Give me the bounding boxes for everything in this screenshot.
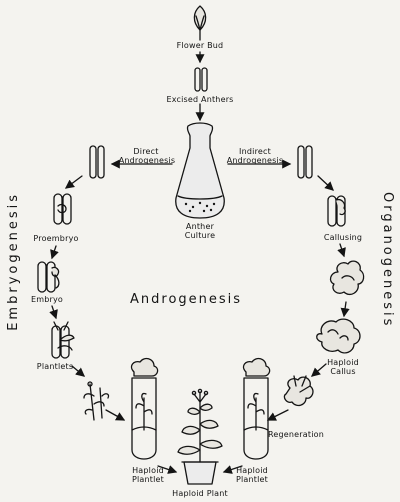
side-title-embryogenesis: Embryogenesis xyxy=(6,192,21,331)
label-embryo: Embryo xyxy=(30,295,64,304)
label-proembryo: Proembryo xyxy=(33,234,79,243)
label-indirect-1: Indirect xyxy=(239,147,271,156)
label-callusing: Callusing xyxy=(323,233,363,242)
label-regeneration: Regeneration xyxy=(267,430,325,439)
label-haploid-plantlet-left-2: Plantlet xyxy=(131,475,165,484)
haploid-plant-icon xyxy=(177,388,223,485)
label-direct-1: Direct xyxy=(133,147,159,156)
plantlet-cluster-left-icon xyxy=(83,381,110,421)
label-haploid-plantlet-right-2: Plantlet xyxy=(235,475,269,484)
label-haploid-plant: Haploid Plant xyxy=(172,489,228,498)
regeneration-cluster-icon xyxy=(283,375,314,407)
callus-mass-icon xyxy=(329,260,365,296)
label-haploid-plantlet-left-1: Haploid xyxy=(132,466,164,475)
label-flower-bud: Flower Bud xyxy=(176,41,224,50)
left-anthers-icon xyxy=(89,145,105,179)
label-direct-2: Androgenesis xyxy=(118,156,176,165)
right-test-tube-icon xyxy=(242,357,271,460)
proembryo-icon xyxy=(53,193,72,225)
label-excised-anthers: Excised Anthers xyxy=(166,95,234,104)
left-test-tube-icon xyxy=(130,357,159,460)
label-haploid-callus-1: Haploid xyxy=(327,358,359,367)
anther-culture-flask-icon xyxy=(175,122,225,219)
plantlets-icon xyxy=(51,321,75,359)
label-plantlets: Plantlets xyxy=(36,362,74,371)
right-anthers-icon xyxy=(297,145,313,179)
label-indirect-2: Androgenesis xyxy=(226,156,284,165)
excised-anthers-icon xyxy=(194,67,208,92)
label-haploid-callus-2: Callus xyxy=(330,367,356,376)
label-haploid-plantlet-right-1: Haploid xyxy=(236,466,268,475)
flower-bud-icon xyxy=(193,5,207,41)
embryo-icon xyxy=(37,261,60,293)
label-culture: Culture xyxy=(184,231,216,240)
label-anther: Anther xyxy=(185,222,215,231)
callusing-icon xyxy=(327,195,346,227)
haploid-callus-icon xyxy=(316,318,361,354)
center-title-androgenesis: Androgenesis xyxy=(130,292,243,307)
side-title-organogenesis: Organogenesis xyxy=(380,192,395,329)
